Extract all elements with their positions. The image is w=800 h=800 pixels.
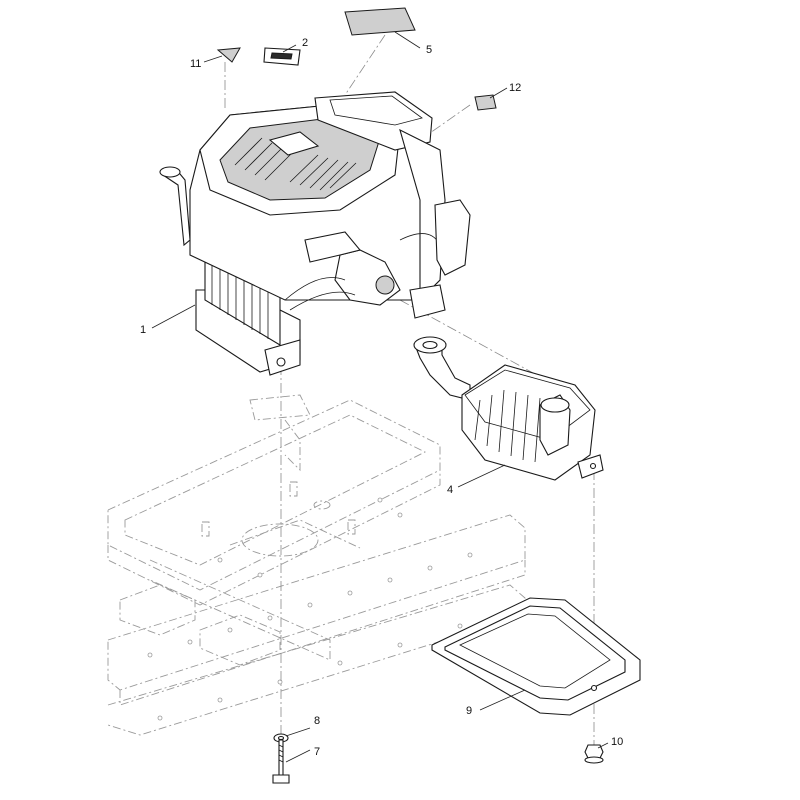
callout-9: 9 [466,705,472,717]
chassis-holes [147,497,473,721]
callout-8: 8 [314,715,320,727]
callout-4: 4 [447,484,453,496]
callout-5: 5 [426,44,432,56]
flange-nut [584,744,604,764]
decal-plate [263,47,301,66]
small-label-decal [474,94,497,111]
callout-leaders [151,31,609,763]
engine-assembly [159,91,471,376]
bolt [272,739,290,784]
callout-2: 2 [302,37,308,49]
decal-sheet [344,7,416,36]
callout-10: 10 [611,736,623,748]
muffler-assembly [413,336,604,481]
callout-labels: 1 2 4 5 7 8 9 10 11 12 [140,37,623,758]
chassis-frame-phantom [107,394,526,736]
warning-decal-triangle [216,47,241,63]
callout-7: 7 [314,746,320,758]
callout-12: 12 [509,82,521,94]
callout-1: 1 [140,324,146,336]
heat-shield-plate [431,597,641,716]
callout-11: 11 [190,58,201,70]
